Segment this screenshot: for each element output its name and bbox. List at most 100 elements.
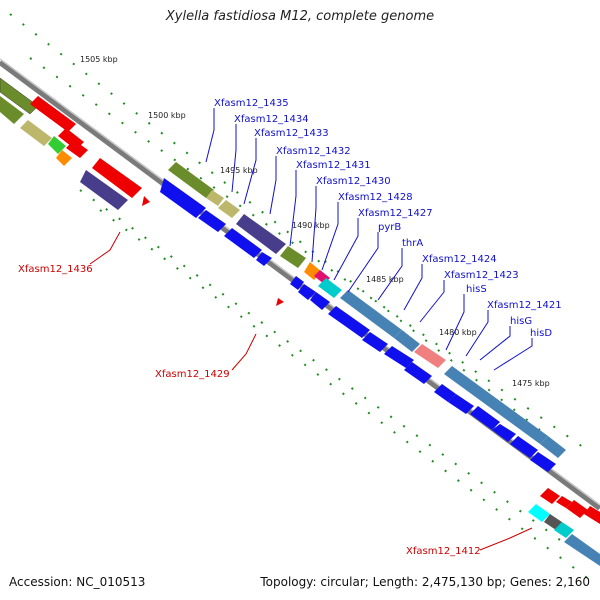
leader-1421: [465, 310, 489, 357]
leader-1434: [231, 124, 237, 193]
inner-tick-row: [79, 189, 561, 541]
gene-steel-4: [540, 436, 566, 458]
gene-blue-17: [530, 452, 556, 472]
label-xfasm12-1424: Xfasm12_1424: [422, 254, 497, 265]
leader-1436: [89, 231, 121, 265]
feature-track-lower: [160, 178, 600, 566]
label-xfasm12-1421: Xfasm12_1421: [487, 300, 562, 311]
gene-khaki-3: [218, 200, 240, 218]
gene-blue-16: [510, 436, 538, 458]
leader-1432: [269, 156, 277, 215]
kbp-label-1500: 1500 kbp: [148, 111, 186, 120]
kbp-label-1485: 1485 kbp: [366, 275, 404, 284]
gene-red-6: [556, 496, 572, 508]
gene-olive-1: [0, 77, 39, 115]
label-xfasm12-1428: Xfasm12_1428: [338, 192, 413, 203]
gene-blue-15: [492, 424, 516, 442]
leader-1431: [289, 170, 297, 247]
kbp-label-1495: 1495 kbp: [220, 166, 258, 175]
gene-pink-1: [414, 344, 446, 368]
outer-tick-row-2: [29, 57, 591, 453]
gene-red-7: [566, 500, 588, 518]
scale-ticks: [9, 13, 591, 581]
leader-hisS: [445, 294, 465, 351]
label-xfasm12-1433: Xfasm12_1433: [254, 128, 329, 139]
gene-steel-5: [564, 534, 600, 566]
gene-blue-10: [384, 346, 414, 368]
gene-blue-13: [448, 394, 474, 414]
gene-blue-6: [298, 284, 316, 300]
gene-khaki-2: [206, 190, 224, 206]
gene-khaki-1: [20, 120, 52, 146]
gene-red-3: [66, 140, 88, 158]
label-xfasm12-1436: Xfasm12_1436: [18, 264, 93, 275]
gene-green-1: [48, 136, 66, 154]
gene-olive-4: [280, 246, 306, 268]
red-gene-labels: Xfasm12_1436 Xfasm12_1429 Xfasm12_1412: [18, 264, 481, 557]
gene-red-4: [92, 158, 142, 198]
label-xfasm12-1431: Xfasm12_1431: [296, 160, 371, 171]
gene-blue-1: [160, 178, 206, 218]
gene-blue-3: [224, 228, 262, 258]
label-xfasm12-1430: Xfasm12_1430: [316, 176, 391, 187]
gene-blue-11: [404, 362, 432, 384]
gene-blue-5: [290, 276, 304, 290]
gene-slate-2: [236, 214, 286, 254]
gene-steel-2: [394, 330, 420, 352]
inner-tick-row-2: [99, 209, 591, 581]
gene-grey-1: [544, 514, 562, 530]
gene-steel-1: [340, 290, 402, 338]
outer-tick-row: [9, 13, 541, 431]
leader-1423: [419, 280, 445, 323]
leader-pyrB: [347, 232, 379, 293]
kbp-labels: 1505 kbp 1500 kbp 1495 kbp 1490 kbp 1485…: [80, 55, 550, 388]
gene-blue-2: [198, 210, 226, 232]
gene-red-1: [30, 96, 76, 132]
accession-text: Accession: NC_010513: [9, 575, 146, 589]
leader-1430: [311, 186, 317, 263]
leader-1428: [321, 202, 339, 271]
gene-blue-12: [434, 384, 456, 402]
leader-hisD: [493, 338, 533, 371]
gene-olive-2: [0, 96, 24, 124]
map-title: Xylella fastidiosa M12, complete genome: [165, 9, 435, 24]
leader-1412: [479, 527, 533, 551]
leader-1424: [403, 264, 423, 311]
label-thrA: thrA: [402, 238, 423, 249]
label-xfasm12-1435: Xfasm12_1435: [214, 98, 289, 109]
gene-steel-3: [444, 366, 548, 444]
leader-1433: [243, 138, 257, 205]
gene-red-5: [540, 488, 560, 504]
gene-blue-8: [328, 306, 370, 338]
label-hisD: hisD: [530, 328, 552, 339]
leader-hisG: [479, 326, 511, 361]
gene-blue-7: [310, 292, 330, 310]
leader-1429: [231, 333, 257, 371]
label-hisS: hisS: [466, 284, 487, 295]
label-xfasm12-1432: Xfasm12_1432: [276, 146, 351, 157]
gene-slate-1: [80, 170, 128, 210]
kbp-label-1505: 1505 kbp: [80, 55, 118, 64]
blue-leader-lines: [205, 108, 533, 371]
gene-red-8: [584, 506, 600, 524]
gene-cyan-3: [554, 522, 574, 538]
label-xfasm12-1434: Xfasm12_1434: [234, 114, 309, 125]
strand-marker-1: [142, 196, 150, 206]
label-hisG: hisG: [510, 316, 532, 327]
kbp-label-1480: 1480 kbp: [439, 328, 477, 337]
gene-orange-1: [56, 150, 72, 166]
red-leader-lines: [89, 231, 533, 551]
gene-blue-14: [470, 406, 500, 430]
gene-blue-4: [256, 252, 272, 266]
label-xfasm12-1427: Xfasm12_1427: [358, 208, 433, 219]
gene-olive-3: [168, 162, 214, 198]
label-xfasm12-1412: Xfasm12_1412: [406, 546, 481, 557]
kbp-label-1475: 1475 kbp: [512, 379, 550, 388]
gene-cyan-2: [528, 504, 550, 522]
label-xfasm12-1423: Xfasm12_1423: [444, 270, 519, 281]
feature-track-upper: [0, 77, 600, 538]
gene-cyan-1: [318, 278, 342, 298]
kbp-label-1490: 1490 kbp: [292, 221, 330, 230]
topology-summary: Topology: circular; Length: 2,475,130 bp…: [260, 575, 590, 589]
